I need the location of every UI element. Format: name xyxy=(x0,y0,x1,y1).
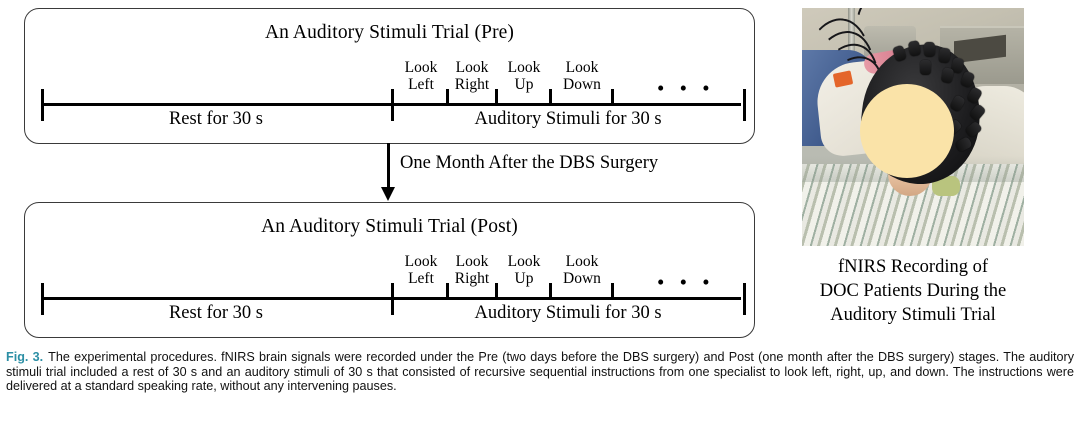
photo-caption-line-3: Auditory Stimuli Trial xyxy=(830,305,996,325)
panel-title-pre: An Auditory Stimuli Trial (Pre) xyxy=(264,22,515,43)
tick-instruction-4 xyxy=(611,89,615,106)
tick-instruction-2 xyxy=(495,89,499,106)
segment-label-stimuli: Auditory Stimuli for 30 s xyxy=(474,109,662,129)
tick-rest-stimuli-divider xyxy=(391,283,395,315)
tick-instruction-4 xyxy=(611,283,615,300)
tick-instruction-3 xyxy=(549,283,553,300)
ellipsis-dots: • • • xyxy=(657,270,715,294)
panel-title-post: An Auditory Stimuli Trial (Post) xyxy=(261,216,518,237)
instruction-look-left: Look Left xyxy=(404,59,438,93)
figure-panel: An Auditory Stimuli Trial (Pre) Look Lef… xyxy=(0,8,1024,338)
segment-label-rest: Rest for 30 s xyxy=(168,109,264,129)
tick-start xyxy=(41,89,45,121)
tick-instruction-1 xyxy=(446,283,450,300)
segment-label-rest: Rest for 30 s xyxy=(168,303,264,323)
timeline-pre: Look Left Look Right Look Up Look Down •… xyxy=(41,53,747,135)
fnirs-recording-photo xyxy=(802,8,1024,246)
instruction-look-left: Look Left xyxy=(404,253,438,287)
tick-end xyxy=(743,89,747,121)
segment-label-stimuli: Auditory Stimuli for 30 s xyxy=(474,303,662,323)
tick-start xyxy=(41,283,45,315)
photo-caption-line-1: fNIRS Recording of xyxy=(837,257,989,277)
tick-instruction-1 xyxy=(446,89,450,106)
trial-panel-post: An Auditory Stimuli Trial (Post) Look Le… xyxy=(24,202,755,338)
photo-caption-line-2: DOC Patients During the xyxy=(819,281,1007,301)
arrow-head-icon xyxy=(381,187,395,201)
tick-end xyxy=(743,283,747,315)
tick-rest-stimuli-divider xyxy=(391,89,395,121)
arrow-shaft xyxy=(387,143,390,189)
instruction-look-down: Look Down xyxy=(563,253,601,287)
instruction-look-up: Look Up xyxy=(507,253,541,287)
figure-caption: Fig. 3.The experimental procedures. fNIR… xyxy=(6,350,1074,394)
figure-caption-text: The experimental procedures. fNIRS brain… xyxy=(6,350,1074,394)
instruction-look-right: Look Right xyxy=(454,253,490,287)
tick-instruction-2 xyxy=(495,283,499,300)
instruction-look-right: Look Right xyxy=(454,59,490,93)
trial-panel-pre: An Auditory Stimuli Trial (Pre) Look Lef… xyxy=(24,8,755,144)
transition-label: One Month After the DBS Surgery xyxy=(400,153,659,173)
face-anonymization-mask xyxy=(860,84,954,178)
tick-instruction-3 xyxy=(549,89,553,106)
ellipsis-dots: • • • xyxy=(657,76,715,100)
figure-caption-label: Fig. 3. xyxy=(6,350,44,364)
instruction-look-up: Look Up xyxy=(507,59,541,93)
photo-caption: fNIRS Recording of DOC Patients During t… xyxy=(802,255,1024,327)
transition-arrow-group: One Month After the DBS Surgery xyxy=(0,143,760,203)
timeline-post: Look Left Look Right Look Up Look Down •… xyxy=(41,247,747,329)
instruction-look-down: Look Down xyxy=(563,59,601,93)
photo-block: fNIRS Recording of DOC Patients During t… xyxy=(802,8,1024,327)
